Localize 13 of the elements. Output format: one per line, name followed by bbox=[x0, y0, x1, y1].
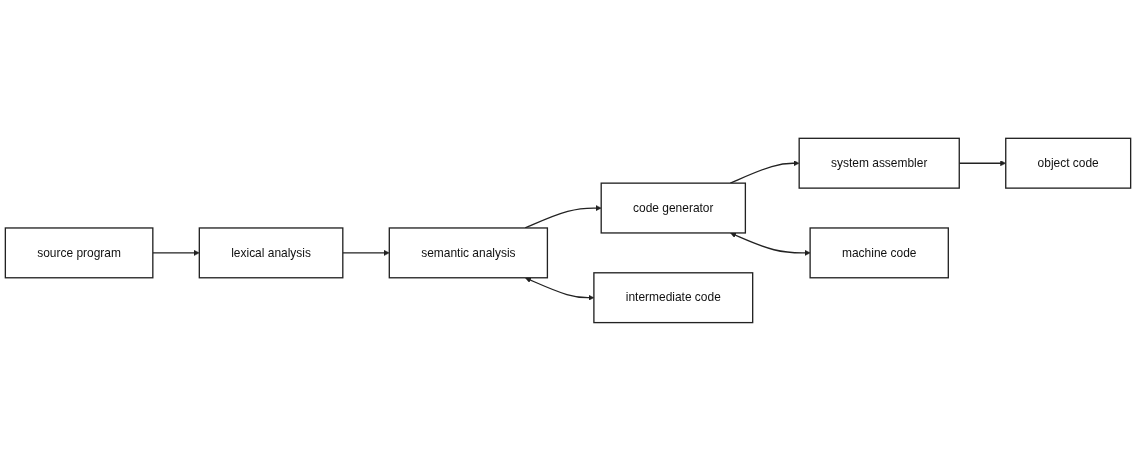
node-box: source program bbox=[4, 227, 154, 279]
node-box: code generator bbox=[600, 182, 747, 234]
arrow bbox=[152, 250, 200, 256]
node-box: system assembler bbox=[798, 137, 960, 189]
arrow bbox=[730, 232, 811, 256]
node-box: object code bbox=[1005, 137, 1132, 189]
node-box: machine code bbox=[809, 227, 949, 279]
node-box: lexical analysis bbox=[198, 227, 344, 279]
arrow bbox=[342, 250, 390, 256]
node-box: intermediate code bbox=[593, 272, 754, 324]
arrow bbox=[729, 160, 800, 184]
node-box: semantic analysis bbox=[388, 227, 549, 279]
arrow bbox=[524, 205, 602, 229]
